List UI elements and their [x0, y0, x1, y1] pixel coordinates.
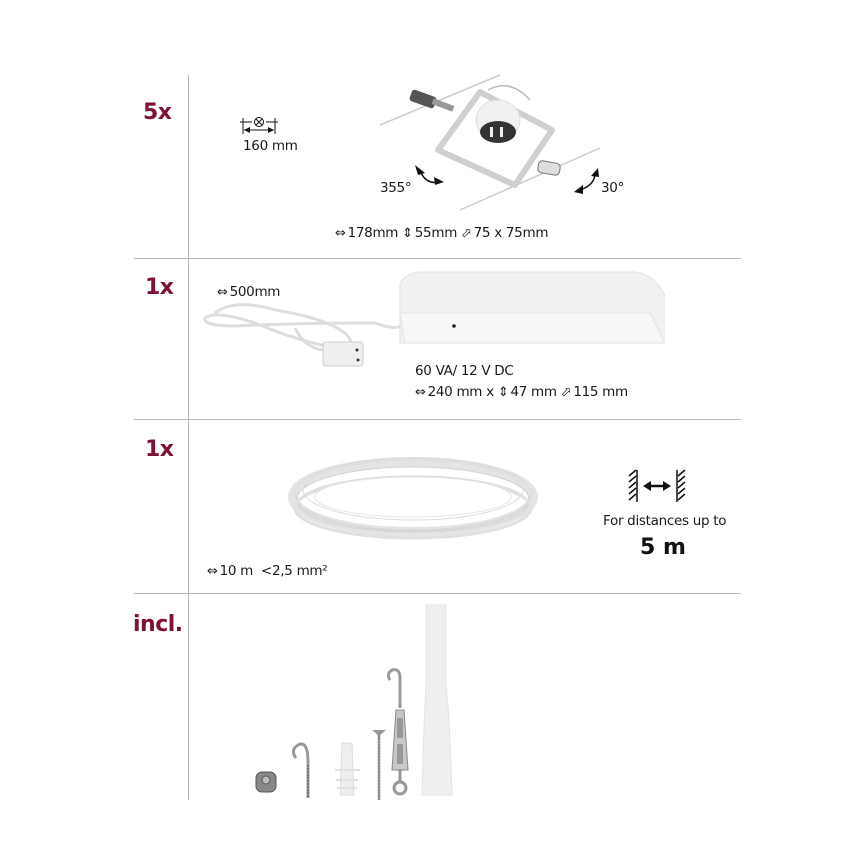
depth-arrow-icon: ⬀	[560, 385, 572, 400]
cross-section-label: <2,5 mm²	[261, 563, 328, 579]
row-divider-3	[134, 593, 741, 594]
distance-value: 5 m	[640, 535, 686, 560]
transformer-power: 60 VA/ 12 V DC	[415, 363, 514, 379]
transformer-image	[203, 271, 665, 367]
width-arrow-icon: ⇔	[335, 226, 346, 241]
hook-screw-icon	[291, 742, 310, 798]
spotlight-image	[379, 74, 601, 211]
spacing-label: 160 mm	[243, 138, 298, 154]
spotlight-dimensions: ⇔178mm ⇕55mm ⬀75 x 75mm	[335, 225, 549, 241]
cable-length-label: ⇔500mm	[217, 284, 281, 300]
column-divider	[188, 75, 189, 800]
accessories-image	[255, 604, 453, 800]
spacing-icon	[240, 117, 278, 134]
wall-plug-icon	[335, 742, 360, 796]
quantity-label-included: incl.	[133, 612, 183, 637]
height-arrow-icon: ⇕	[402, 226, 413, 241]
distance-walls-icon	[628, 469, 686, 502]
rotation-horizontal: 355°	[380, 180, 412, 196]
turnbuckle-icon	[386, 668, 409, 796]
row-divider-2	[134, 419, 741, 420]
width-arrow-icon: ⇔	[217, 285, 228, 300]
quantity-label-transformer: 1x	[145, 275, 174, 300]
depth-arrow-icon: ⬀	[461, 226, 472, 241]
width-arrow-icon: ⇔	[415, 385, 426, 400]
screw-icon	[372, 730, 386, 800]
height-arrow-icon: ⇕	[497, 385, 509, 400]
quantity-label-spotlights: 5x	[143, 100, 172, 125]
cable-specs: ⇔10 m <2,5 mm²	[207, 563, 328, 579]
transformer-dimensions: ⇔240 mm x ⇕47 mm ⬀115 mm	[415, 384, 628, 400]
cable-coil-image	[288, 457, 538, 540]
wire-clamp-icon	[255, 771, 277, 793]
quantity-label-cable: 1x	[145, 437, 174, 462]
rotation-vertical: 30°	[601, 180, 625, 196]
cable-sleeve-icon	[421, 604, 453, 796]
width-arrow-icon: ⇔	[207, 564, 218, 579]
row-divider-1	[134, 258, 741, 259]
distance-caption: For distances up to	[603, 513, 727, 529]
